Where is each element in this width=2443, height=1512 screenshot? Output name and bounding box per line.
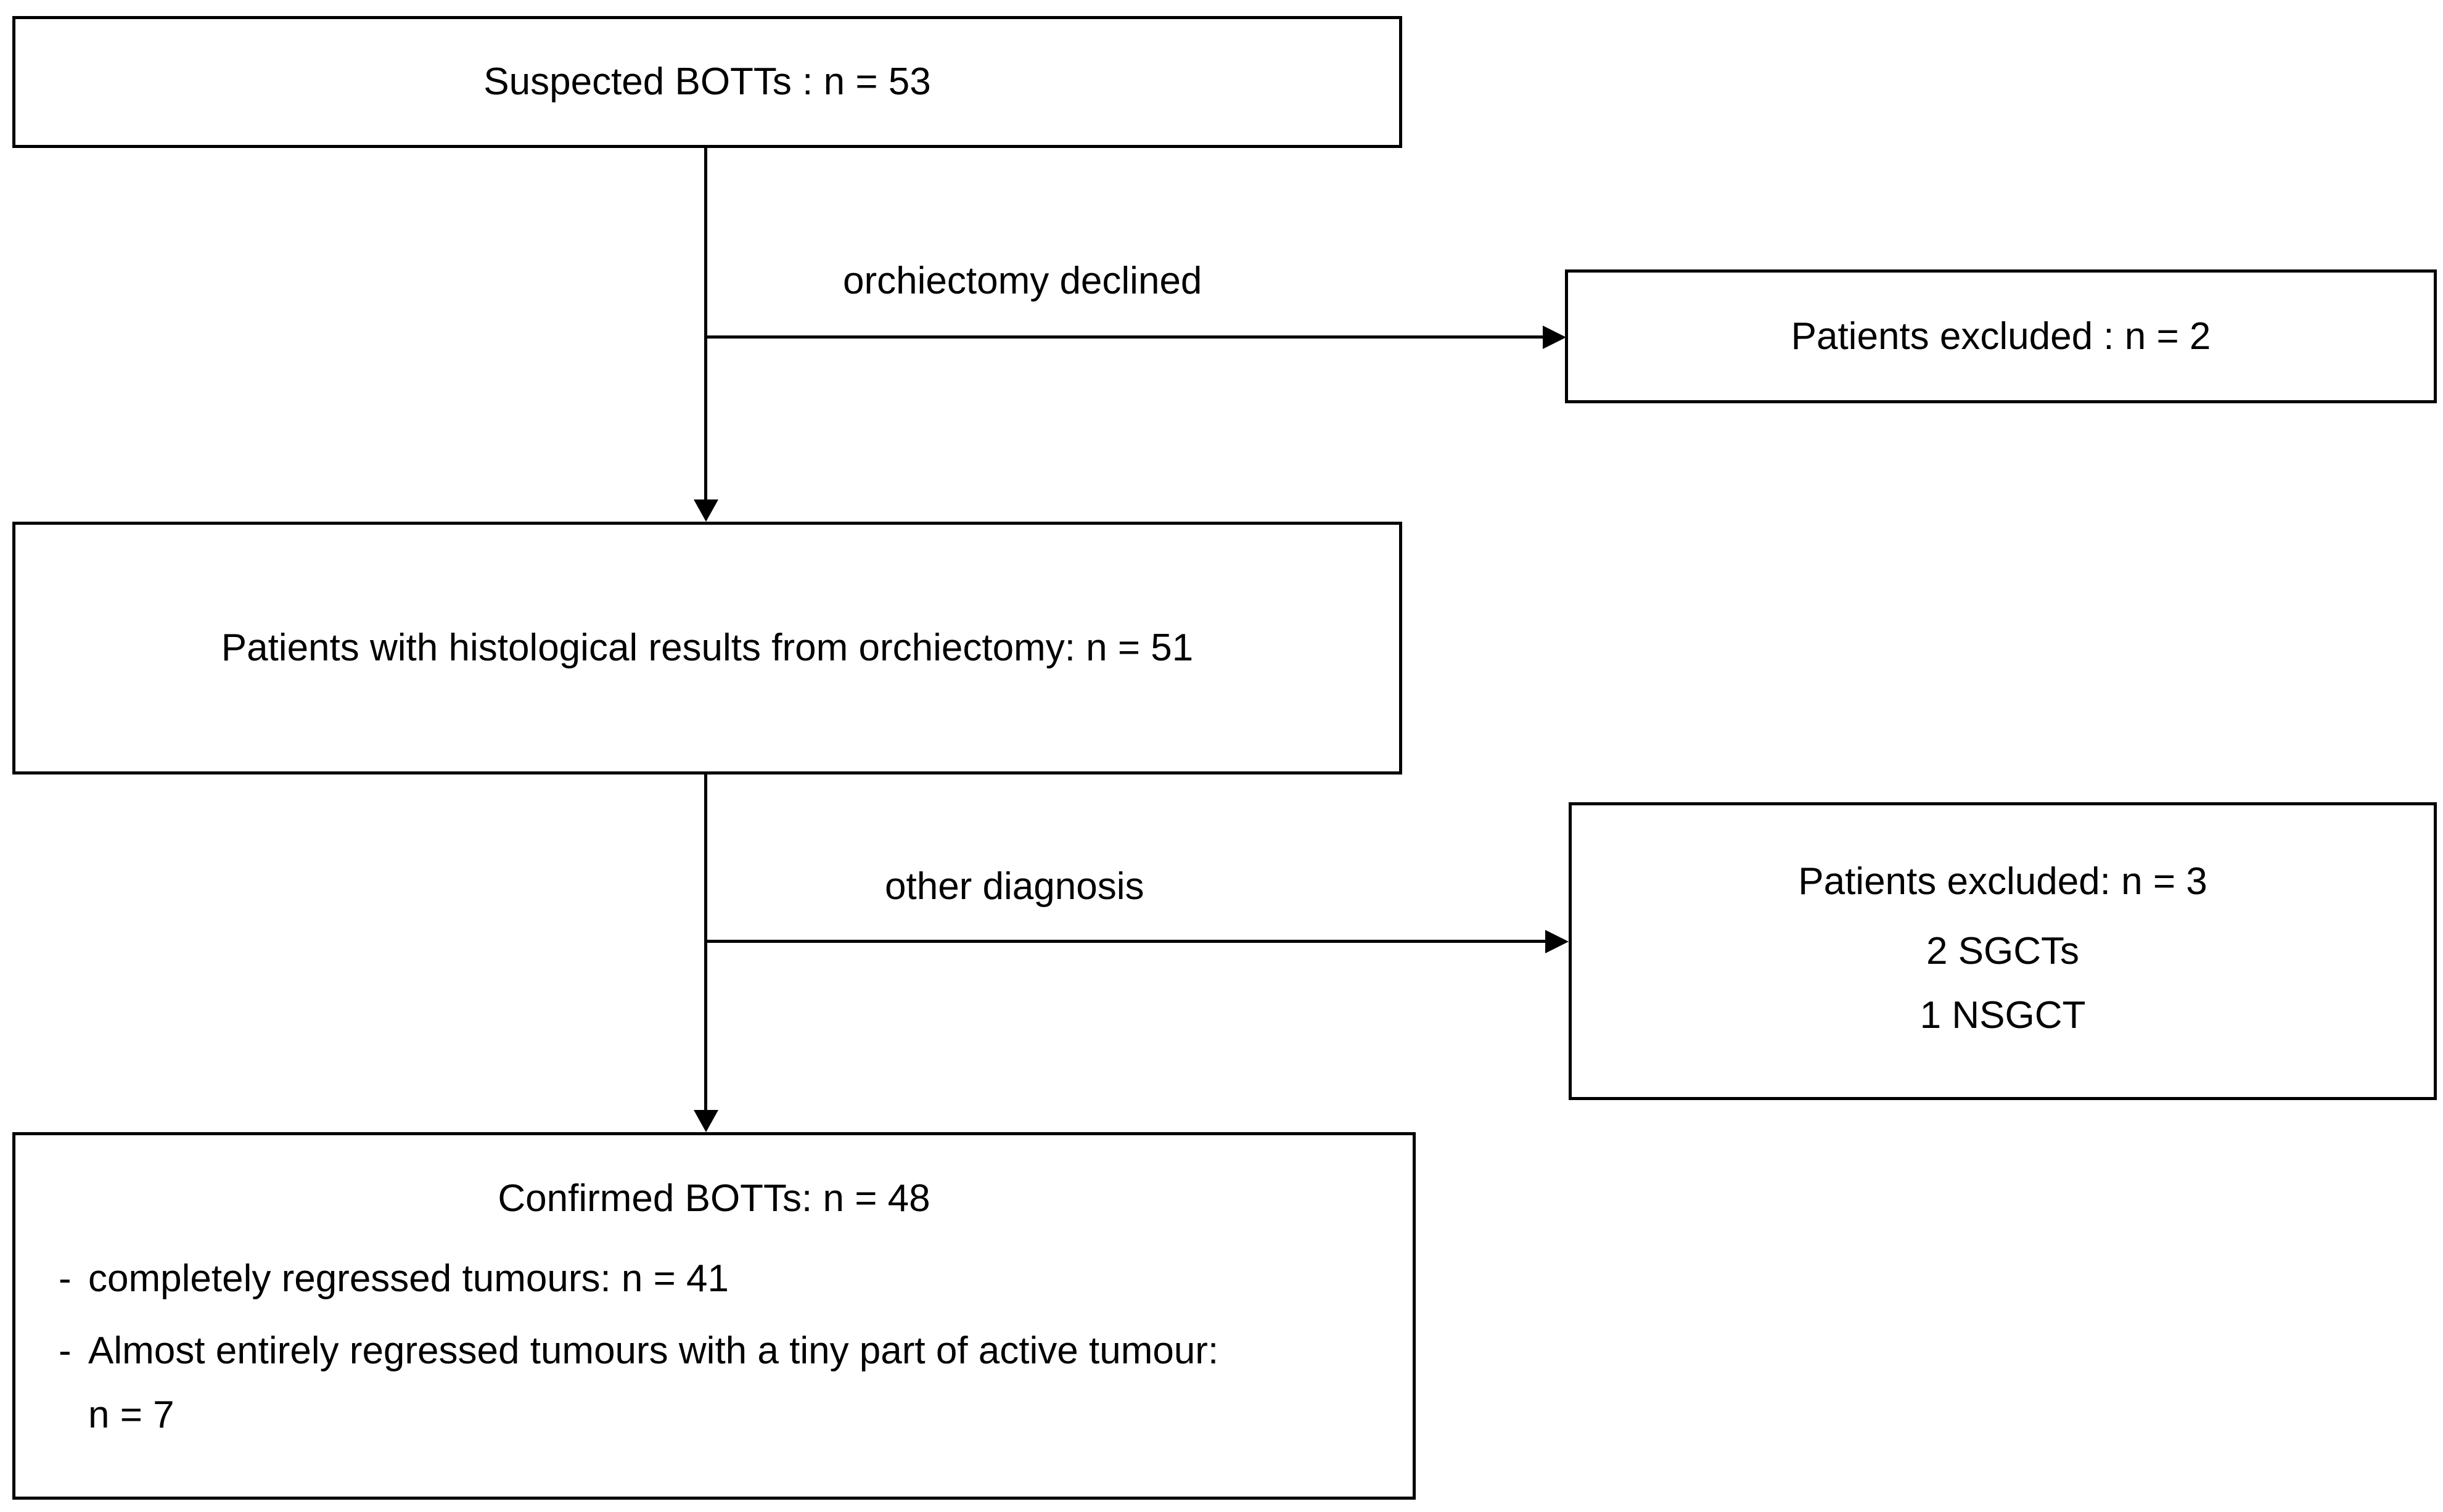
- node-excluded-diagnosis-title: Patients excluded: n = 3: [1798, 860, 2207, 903]
- node-excluded-diagnosis-item-nsgct: 1 NSGCT: [1920, 993, 2086, 1037]
- node-confirmed-botts-title: Confirmed BOTTs: n = 48: [498, 1177, 930, 1220]
- node-excluded-diagnosis-item-sgct: 2 SGCTs: [1926, 930, 2080, 973]
- connector-right-1: [704, 335, 1544, 339]
- bullet-almost-regressed-line-2: n = 7: [88, 1394, 175, 1437]
- confirmed-bullet-list: - completely regressed tumours: n = 41 -…: [15, 1247, 1413, 1447]
- bullet-dash-marker: -: [59, 1257, 72, 1300]
- connector-right-2: [704, 940, 1546, 943]
- node-histology-results: Patients with histological results from …: [12, 522, 1402, 774]
- arrowhead-right-1-icon: [1543, 326, 1566, 349]
- connector-down-1: [704, 148, 707, 501]
- bullet-almost-regressed-line-1: Almost entirely regressed tumours with a…: [88, 1329, 1219, 1373]
- arrowhead-down-2-icon: [694, 1110, 718, 1132]
- node-histology-results-label: Patients with histological results from …: [221, 627, 1194, 670]
- edge-label-other-diagnosis: other diagnosis: [885, 865, 1144, 908]
- node-suspected-botts: Suspected BOTTs : n = 53: [12, 16, 1402, 148]
- node-suspected-botts-label: Suspected BOTTs : n = 53: [483, 60, 931, 104]
- node-excluded-diagnosis: Patients excluded: n = 3 2 SGCTs 1 NSGCT: [1569, 802, 2437, 1100]
- edge-label-orchiectomy-declined: orchiectomy declined: [843, 260, 1202, 302]
- arrowhead-right-2-icon: [1545, 930, 1569, 953]
- node-excluded-orchiectomy: Patients excluded : n = 2: [1565, 269, 2437, 403]
- arrowhead-down-1-icon: [694, 499, 718, 522]
- bullet-almost-regressed: - Almost entirely regressed tumours with…: [59, 1319, 1388, 1447]
- node-excluded-orchiectomy-label: Patients excluded : n = 2: [1791, 314, 2211, 358]
- connector-down-2: [704, 774, 707, 1111]
- bullet-dash-marker: -: [59, 1329, 72, 1373]
- node-confirmed-botts: Confirmed BOTTs: n = 48 - completely reg…: [12, 1132, 1416, 1500]
- bullet-completely-regressed-line-1: completely regressed tumours: n = 41: [88, 1257, 729, 1300]
- bullet-completely-regressed: - completely regressed tumours: n = 41: [59, 1247, 1388, 1311]
